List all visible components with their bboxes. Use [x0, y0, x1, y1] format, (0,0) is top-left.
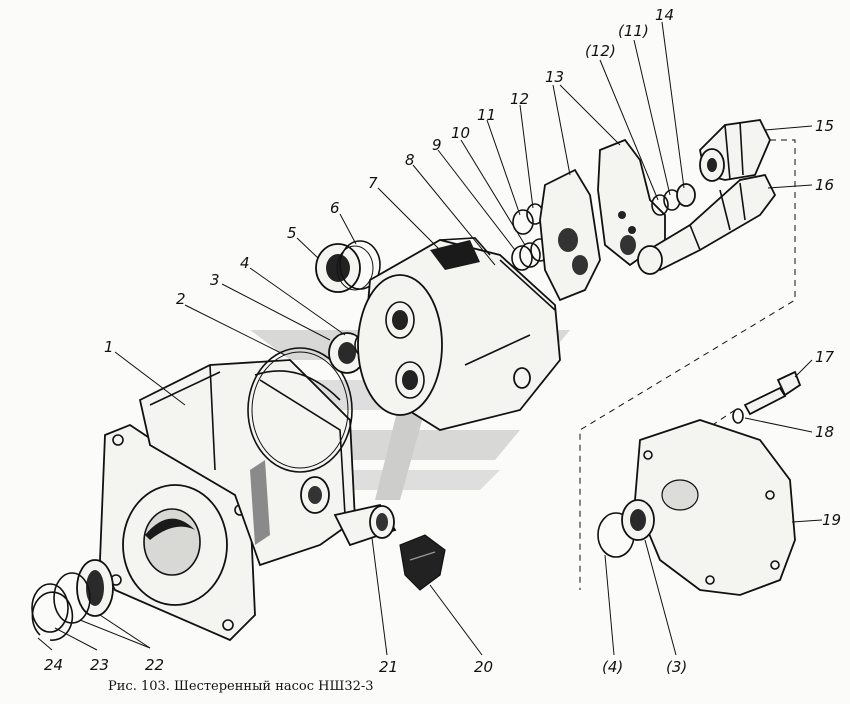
callout-7: 7 — [368, 174, 378, 192]
callout-24: 24 — [44, 656, 63, 674]
callout-12-paren: (12) — [585, 42, 616, 60]
figure-caption: Рис. 103. Шестеренный насос НШ32-3 — [108, 679, 374, 694]
callout-6: 6 — [330, 199, 340, 217]
pump-body — [99, 359, 356, 642]
drive-gear-16 — [637, 173, 777, 275]
callout-2: 2 — [176, 290, 186, 308]
sleeve-21 — [333, 503, 397, 547]
assembly-guides — [579, 139, 796, 590]
rings-12-11-14 — [651, 183, 696, 216]
callout-13: 13 — [545, 68, 564, 86]
callout-11-paren: (11) — [618, 22, 649, 40]
plug-20 — [399, 534, 446, 591]
callout-10: 10 — [451, 124, 470, 142]
callout-22: 22 — [145, 656, 164, 674]
callout-3: 3 — [210, 271, 220, 289]
callout-11: 11 — [477, 106, 496, 124]
callout-18: 18 — [815, 423, 834, 441]
callout-16: 16 — [815, 176, 834, 194]
callout-20: 20 — [474, 658, 493, 676]
callout-4: 4 — [240, 254, 250, 272]
leader-lines — [37, 21, 823, 656]
callout-numbers: 1 2 3 4 5 6 7 8 9 10 11 12 13 (12) (11) … — [44, 6, 841, 676]
callout-19: 19 — [822, 511, 841, 529]
callout-12: 12 — [510, 90, 529, 108]
callout-1: 1 — [104, 338, 114, 356]
pump-cover-19 — [634, 419, 796, 596]
callout-5: 5 — [287, 224, 297, 242]
callout-8: 8 — [405, 151, 415, 169]
callout-14: 14 — [655, 6, 674, 24]
seal-rings-4-3 — [597, 499, 655, 558]
callout-23: 23 — [90, 656, 109, 674]
bearing-seal-5-6 — [315, 240, 381, 293]
callout-4-paren: (4) — [602, 658, 623, 676]
bushing-block — [357, 237, 561, 431]
o-ring-large — [247, 347, 353, 473]
callout-15: 15 — [815, 117, 834, 135]
driven-gear-15 — [699, 119, 771, 182]
callout-17: 17 — [815, 348, 835, 366]
callout-9: 9 — [432, 136, 442, 154]
callout-3-paren: (3) — [666, 658, 687, 676]
retaining-rings-22-24 — [31, 559, 114, 641]
callout-21: 21 — [379, 658, 398, 676]
bolt-washer-17-18 — [732, 370, 802, 424]
sealing-plates-13 — [539, 138, 666, 302]
